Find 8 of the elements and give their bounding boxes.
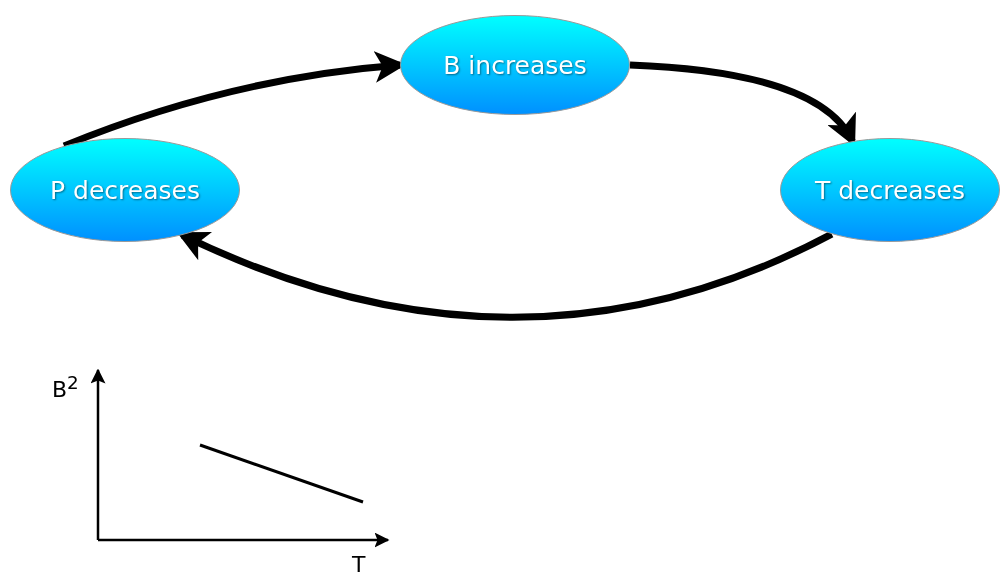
process-ellipse	[10, 138, 240, 242]
node-label: B increases	[442, 50, 588, 80]
axis-label: B$^{2}$	[52, 372, 79, 403]
process-ellipse	[400, 15, 630, 115]
process-ellipse	[780, 138, 1000, 242]
node-label: T decreases	[813, 175, 967, 205]
axis-label: T	[352, 552, 366, 577]
node-label: P decreases	[49, 175, 201, 205]
